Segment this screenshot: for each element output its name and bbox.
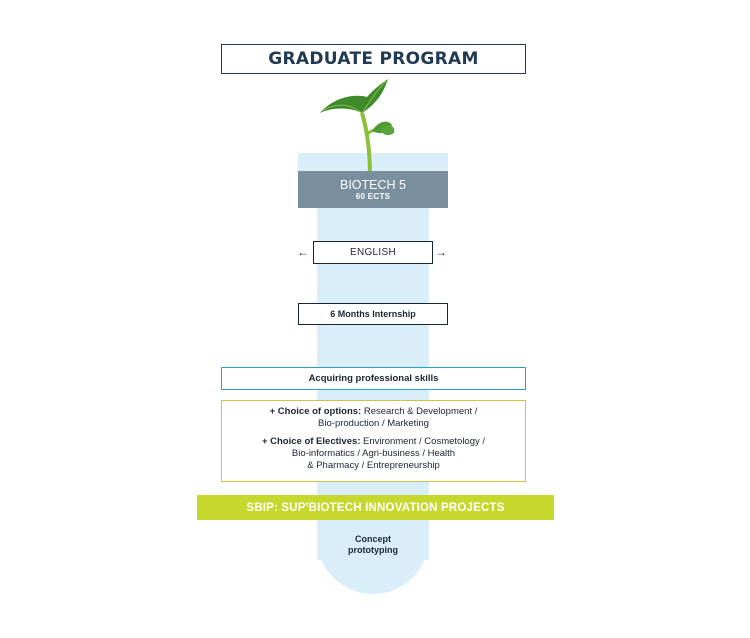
page-title: GRADUATE PROGRAM	[221, 44, 526, 74]
concept-line1: Concept	[355, 534, 391, 544]
seedling-icon	[320, 79, 395, 175]
arrow-right-icon: →	[435, 245, 447, 259]
concept-label: Concept prototyping	[317, 534, 429, 556]
skills-box: Acquiring professional skills	[221, 367, 526, 390]
options-line2: Bio-production / Marketing	[318, 418, 429, 429]
concept-line2: prototyping	[348, 545, 398, 555]
sbip-banner: SBIP: SUP'BIOTECH INNOVATION PROJECTS	[197, 495, 554, 520]
electives-line1: Environment / Cosmetology /	[360, 436, 486, 447]
arrow-left-icon: ←	[297, 245, 309, 259]
electives-line3: & Pharmacy / Entrepreneurship	[307, 460, 440, 471]
options-text: + Choice of options: Research & Developm…	[222, 406, 525, 430]
options-line1: Research & Development /	[361, 406, 478, 417]
electives-text: + Choice of Electives: Environment / Cos…	[222, 436, 525, 472]
language-box: ENGLISH	[313, 241, 433, 264]
options-lead: + Choice of options:	[269, 406, 362, 417]
program-name: BIOTECH 5	[340, 177, 406, 192]
internship-box: 6 Months Internship	[298, 303, 448, 325]
program-credits: 60 ECTS	[355, 191, 391, 201]
electives-lead: + Choice of Electives:	[261, 436, 361, 447]
options-box: + Choice of options: Research & Developm…	[221, 400, 526, 482]
electives-line2: Bio-informatics / Agri-business / Health	[291, 448, 456, 459]
program-header: BIOTECH 5 60 ECTS	[298, 171, 448, 208]
